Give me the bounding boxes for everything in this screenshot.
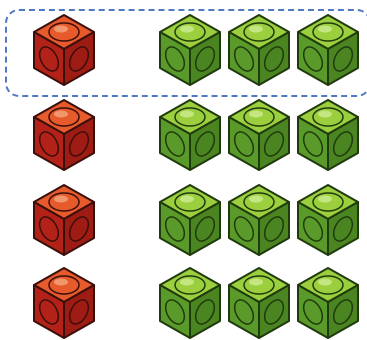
green-cube bbox=[296, 266, 360, 340]
green-cube bbox=[296, 98, 360, 172]
green-cube bbox=[227, 183, 291, 257]
green-cube bbox=[158, 183, 222, 257]
green-cube bbox=[227, 266, 291, 340]
red-cube bbox=[32, 98, 96, 172]
dashed-group-outline bbox=[5, 9, 367, 97]
red-cube bbox=[32, 266, 96, 340]
green-cube bbox=[158, 266, 222, 340]
green-cube bbox=[158, 13, 222, 87]
red-cube bbox=[32, 13, 96, 87]
green-cube bbox=[227, 98, 291, 172]
green-cube bbox=[296, 13, 360, 87]
red-cube bbox=[32, 183, 96, 257]
green-cube bbox=[158, 98, 222, 172]
green-cube bbox=[227, 13, 291, 87]
green-cube bbox=[296, 183, 360, 257]
